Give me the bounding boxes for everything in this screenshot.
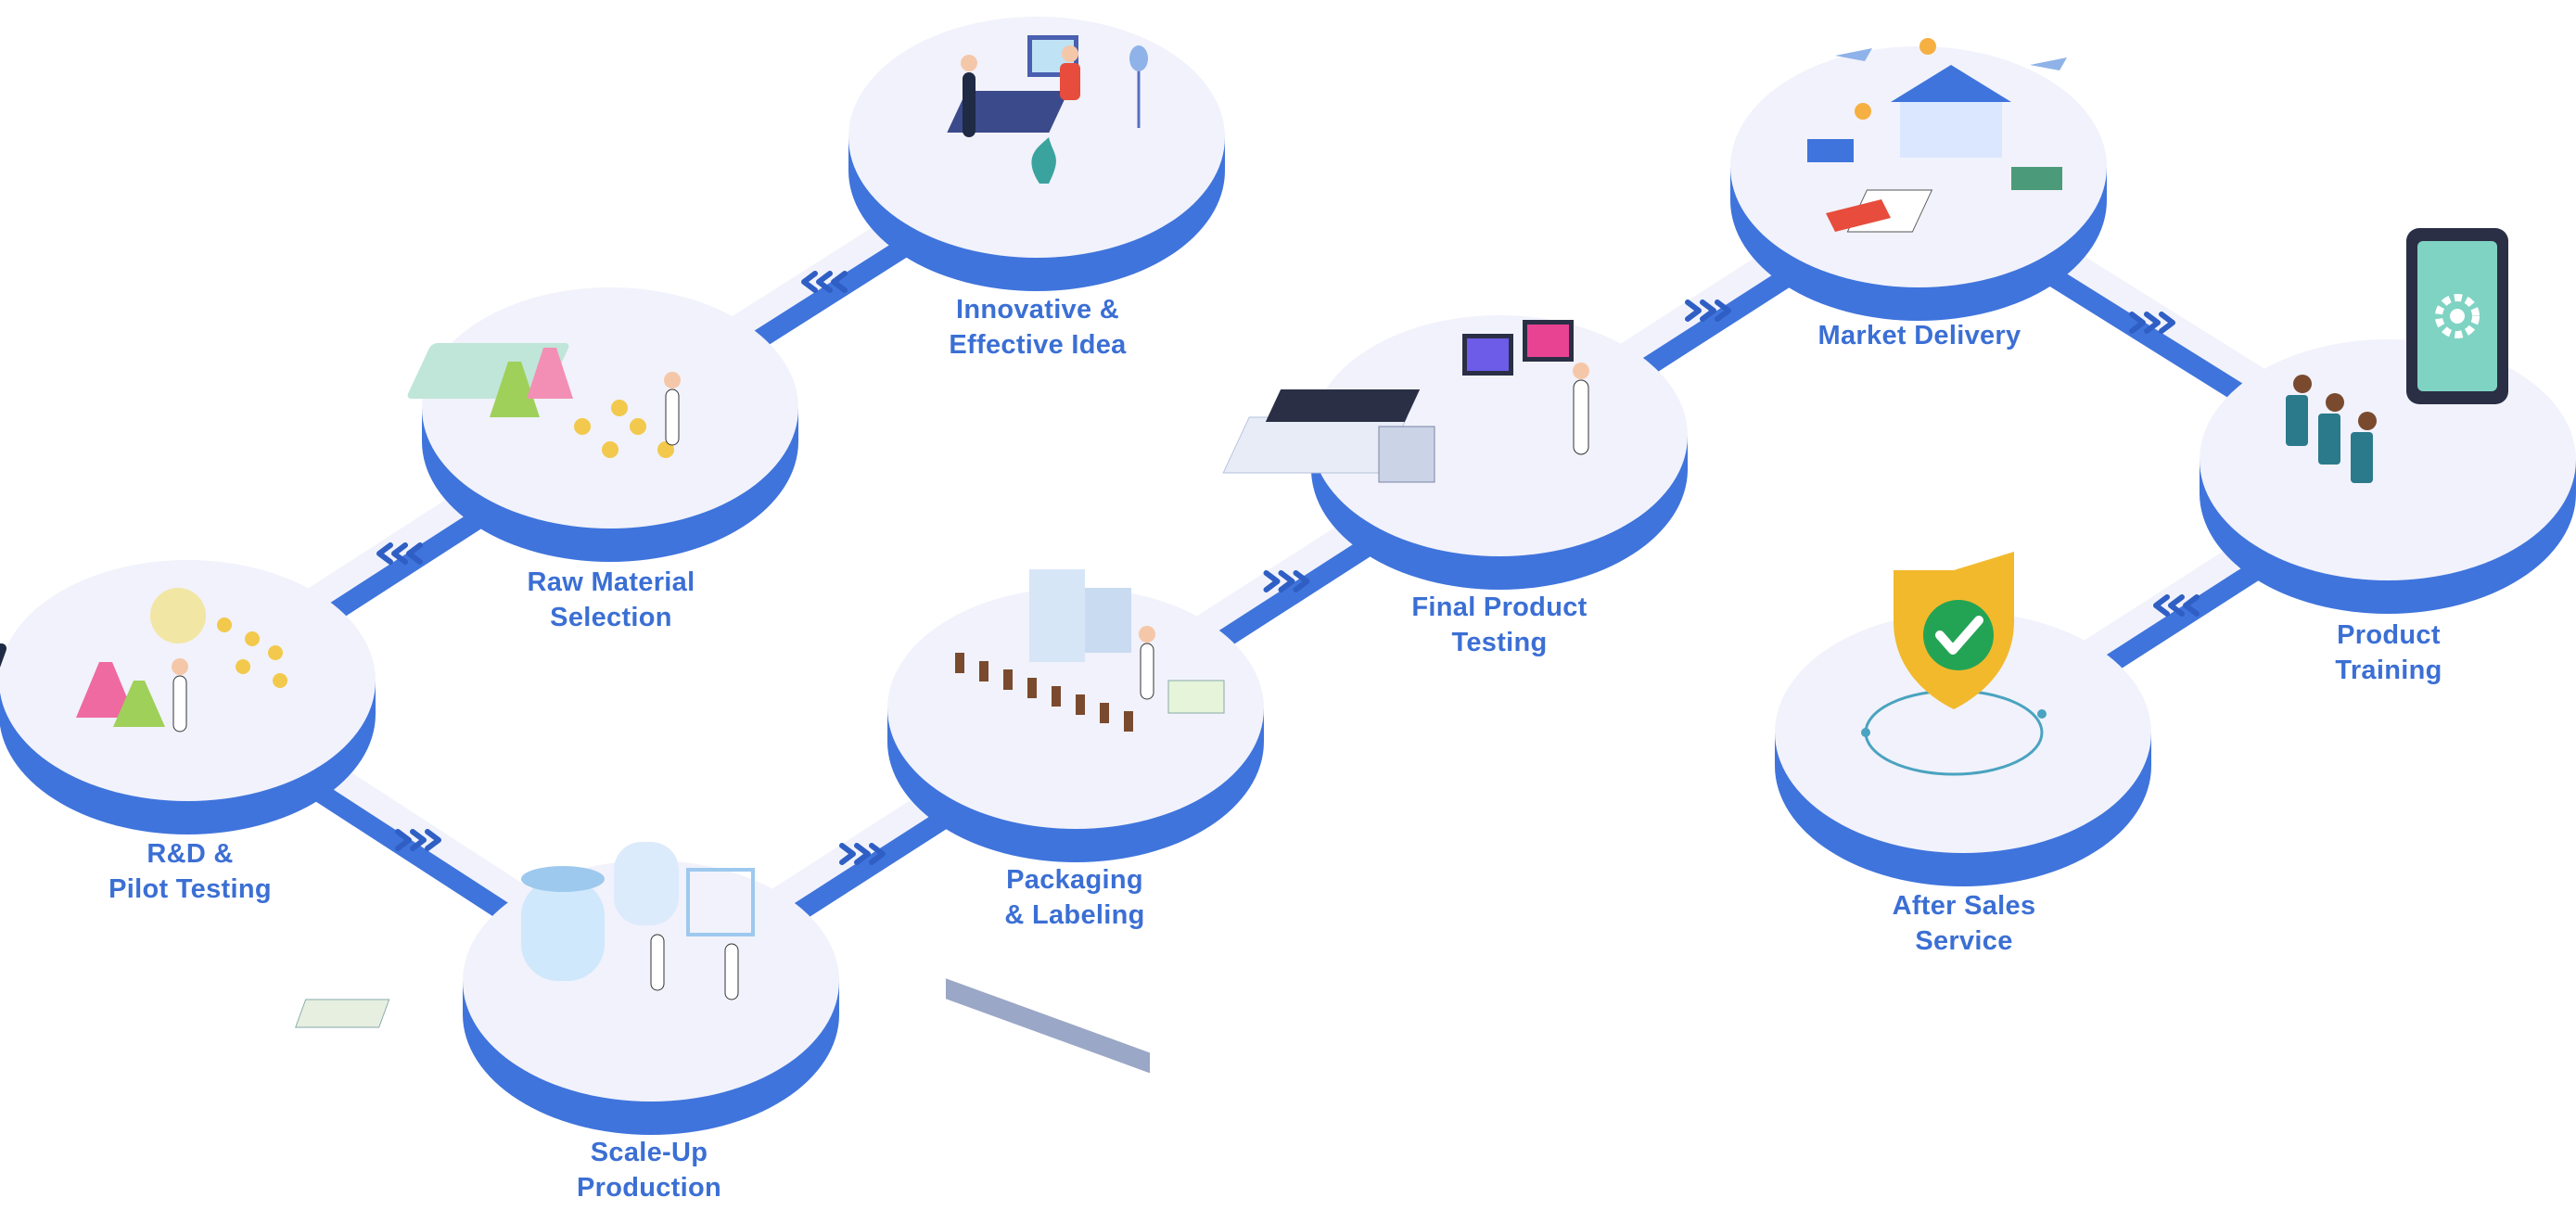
- molecule-lab-icon: [407, 343, 681, 458]
- disc-raw: [422, 287, 798, 562]
- production-tanks-icon: [295, 842, 755, 1028]
- chevrons-right-icon: [839, 843, 886, 865]
- chevrons-right-icon: [1263, 570, 1310, 592]
- label-idea: Innovative & Effective Idea: [949, 295, 1127, 360]
- office-desk-icon: [947, 35, 1148, 184]
- label-rnd: R&D & Pilot Testing: [108, 839, 272, 904]
- label-scale: Scale-Up Production: [576, 1138, 722, 1203]
- chevrons-right-icon: [395, 829, 441, 851]
- chevrons-left-icon: [376, 542, 423, 565]
- label-market: Market Delivery: [1817, 321, 2021, 350]
- training-screen-icon: [2286, 228, 2508, 483]
- chevrons-right-icon: [1685, 299, 1731, 322]
- disc-aftersales: [1775, 612, 2151, 886]
- label-final: Final Product Testing: [1411, 592, 1588, 657]
- label-aftersales: After Sales Service: [1892, 891, 2036, 956]
- chevrons-right-icon: [2129, 312, 2175, 334]
- control-room-icon: [1222, 320, 1589, 483]
- warehouse-logistics-icon: [1807, 38, 2067, 233]
- label-pack: Packaging & Labeling: [1004, 865, 1145, 930]
- label-training: Product Training: [2335, 620, 2442, 685]
- icon-layer: [0, 35, 2508, 1074]
- disc-training: [2200, 339, 2576, 614]
- lab-flasks-icon: [0, 588, 287, 732]
- chevrons-left-icon: [801, 271, 848, 293]
- shield-check-icon: [1861, 552, 2047, 776]
- label-raw: Raw Material Selection: [527, 567, 695, 632]
- conveyor-line-icon: [946, 569, 1225, 1074]
- chevrons-left-icon: [2153, 594, 2200, 617]
